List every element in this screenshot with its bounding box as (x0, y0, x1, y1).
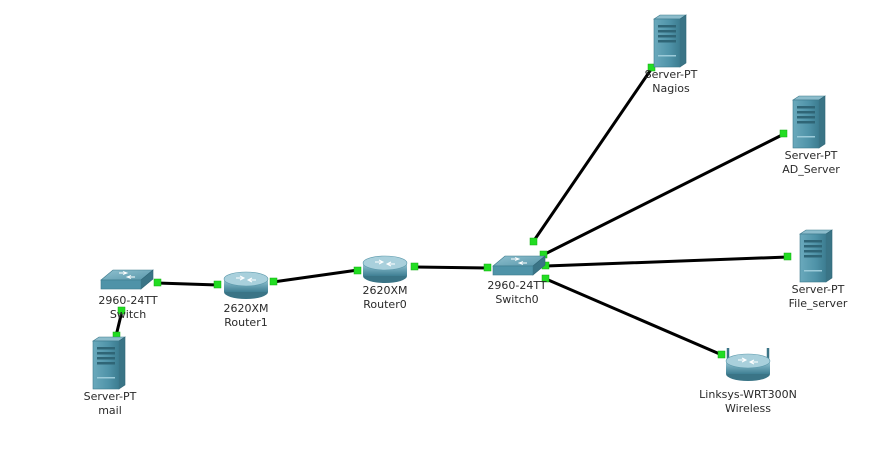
device-mail[interactable]: Server-PT mail (84, 336, 137, 417)
link-router1-router0[interactable] (271, 268, 360, 284)
device-name-label: Switch (110, 308, 146, 321)
device-model-label: Server-PT (792, 283, 845, 296)
link-switch0-nagios[interactable] (531, 66, 654, 244)
device-model-label: 2960-24TT (98, 294, 157, 307)
device-model-label: Server-PT (645, 68, 698, 81)
device-router0[interactable]: 2620XM Router0 (362, 255, 408, 311)
port-indicators (112, 63, 792, 359)
device-name-label: Nagios (652, 82, 690, 95)
port-indicator (117, 306, 126, 315)
device-ad-server[interactable]: Server-PT AD_Server (782, 95, 840, 176)
device-model-label: 2960-24TT (487, 279, 546, 292)
switch-icon (492, 255, 546, 276)
port-indicator (717, 350, 726, 359)
device-switch0[interactable]: 2960-24TT Switch0 (487, 255, 547, 306)
device-name-label: Wireless (725, 402, 771, 415)
port-indicator (779, 129, 788, 138)
device-switch[interactable]: 2960-24TT Switch (98, 269, 158, 321)
links-layer (114, 66, 790, 357)
server-icon (799, 229, 833, 283)
port-indicator (541, 274, 550, 283)
server-icon (92, 336, 126, 390)
port-indicator (410, 262, 419, 271)
device-model-label: 2620XM (362, 284, 407, 297)
port-indicator (647, 63, 656, 72)
device-model-label: 2620XM (223, 302, 268, 315)
device-model-label: Server-PT (84, 390, 137, 403)
device-file-server[interactable]: Server-PT File_server (789, 229, 848, 310)
device-name-label: AD_Server (782, 163, 840, 176)
device-model-label: Linksys-WRT300N (699, 388, 797, 401)
port-indicator (353, 266, 362, 275)
switch-icon (100, 269, 154, 290)
device-name-label: Router1 (224, 316, 267, 329)
server-icon (653, 14, 687, 68)
port-indicator (483, 263, 492, 272)
link-switch0-ad-server[interactable] (541, 132, 786, 257)
device-router1[interactable]: 2620XM Router1 (223, 271, 269, 329)
device-wireless[interactable]: Linksys-WRT300N Wireless (699, 346, 797, 415)
link-switch0-file-server[interactable] (544, 255, 790, 268)
port-indicator (783, 252, 792, 261)
device-name-label: Router0 (363, 298, 406, 311)
device-model-label: Server-PT (785, 149, 838, 162)
port-indicator (153, 278, 162, 287)
link-router0-switch0[interactable] (413, 265, 490, 270)
device-name-label: mail (98, 404, 122, 417)
device-name-label: Switch0 (495, 293, 538, 306)
link-switch-router1[interactable] (155, 281, 220, 287)
device-nagios[interactable]: Server-PT Nagios (645, 14, 698, 95)
port-indicator (269, 277, 278, 286)
device-name-label: File_server (789, 297, 848, 310)
server-icon (792, 95, 826, 149)
router-icon (223, 271, 269, 300)
port-indicator (529, 237, 538, 246)
router-icon (362, 255, 408, 284)
wireless-router-icon (724, 346, 772, 383)
port-indicator (213, 280, 222, 289)
link-switch0-wireless[interactable] (544, 277, 724, 357)
